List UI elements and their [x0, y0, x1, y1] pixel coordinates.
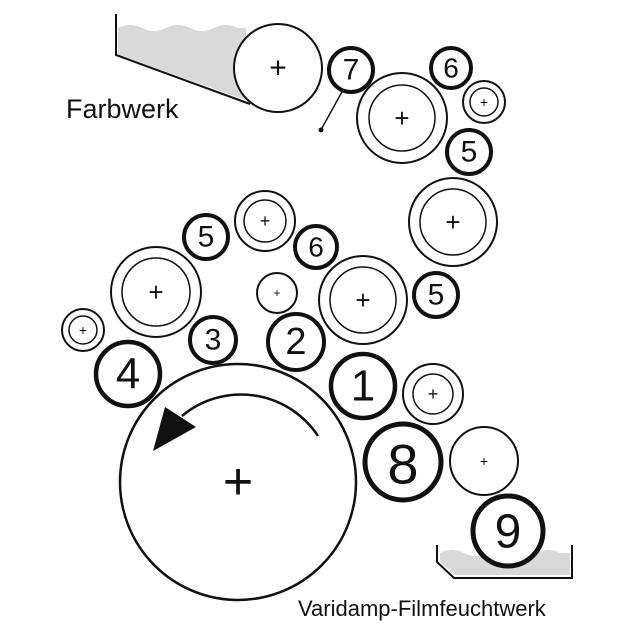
roller-5-left: 5 — [182, 213, 230, 261]
dampening-transfer-center: + — [480, 453, 488, 469]
rotation-arrow — [153, 393, 320, 451]
roller-6-middle-number: 6 — [308, 232, 324, 263]
roller-8-number: 8 — [387, 433, 418, 496]
roller-3: 3 — [188, 315, 238, 365]
roller-5-right-upper: 5 — [445, 128, 493, 176]
roller-5-left-number: 5 — [198, 221, 215, 254]
middle-distributor-roller: + — [318, 255, 408, 345]
ink-fountain-roller-center: + — [269, 52, 287, 85]
roller-4-number: 4 — [116, 350, 140, 399]
roller-4: 4 — [93, 339, 163, 409]
middle-rider-center: + — [260, 211, 271, 231]
small-rider-left-center: + — [79, 322, 87, 338]
small-rider-upper-center: + — [480, 94, 488, 110]
small-center-roller: + — [256, 272, 298, 314]
roller-7: 7 — [327, 46, 375, 94]
roller-7-pointer — [321, 89, 344, 129]
ink-fountain-fluid — [118, 25, 246, 100]
roller-9: 9 — [470, 493, 546, 569]
roller-7-pointer-dot — [318, 127, 324, 133]
middle-rider-roller: + — [234, 190, 296, 252]
upper-distributor-center: + — [394, 103, 409, 133]
roller-5-right-lower: 5 — [412, 271, 460, 319]
roller-6-upper: 6 — [429, 46, 473, 90]
small-center-roller-center: + — [273, 286, 280, 300]
ink-fountain-wall — [115, 14, 251, 105]
roller-6-middle: 6 — [293, 224, 339, 270]
roller-5-right-upper-number: 5 — [461, 136, 478, 169]
left-distributor-center: + — [148, 277, 163, 307]
roller-5-right-lower-number: 5 — [428, 279, 445, 312]
roller-6-upper-number: 6 — [443, 53, 459, 84]
middle-distributor-center: + — [355, 285, 370, 315]
left-distributor-roller: + — [110, 246, 202, 338]
roller-2: 2 — [266, 312, 326, 372]
dampening-pan-wall — [436, 545, 573, 579]
ink-fountain — [115, 14, 251, 105]
roller-9-number: 9 — [495, 506, 522, 559]
roller-8: 8 — [362, 421, 444, 503]
dampening-unit-label: Varidamp-Filmfeuchtwerk — [298, 596, 547, 621]
small-rider-roller-left: + — [61, 308, 105, 352]
dampening-rider-center: + — [428, 384, 439, 404]
small-rider-roller-upper: + — [462, 80, 506, 124]
right-distributor-roller: + — [408, 177, 498, 267]
ink-fountain-roller: + — [233, 23, 323, 113]
plate-cylinder: + — [118, 362, 358, 602]
roller-7-number: 7 — [343, 54, 360, 87]
plate-cylinder-center: + — [223, 453, 253, 511]
dampening-rider-roller: + — [402, 363, 464, 425]
roller-2-number: 2 — [285, 321, 306, 363]
inking-unit-label: Farbwerk — [66, 94, 179, 124]
roller-1: 1 — [328, 351, 398, 421]
right-distributor-center: + — [445, 207, 460, 237]
roller-3-number: 3 — [205, 324, 222, 357]
roller-1-number: 1 — [351, 362, 375, 411]
dampening-transfer-roller: + — [449, 426, 519, 496]
upper-distributor-roller: + — [356, 72, 448, 164]
